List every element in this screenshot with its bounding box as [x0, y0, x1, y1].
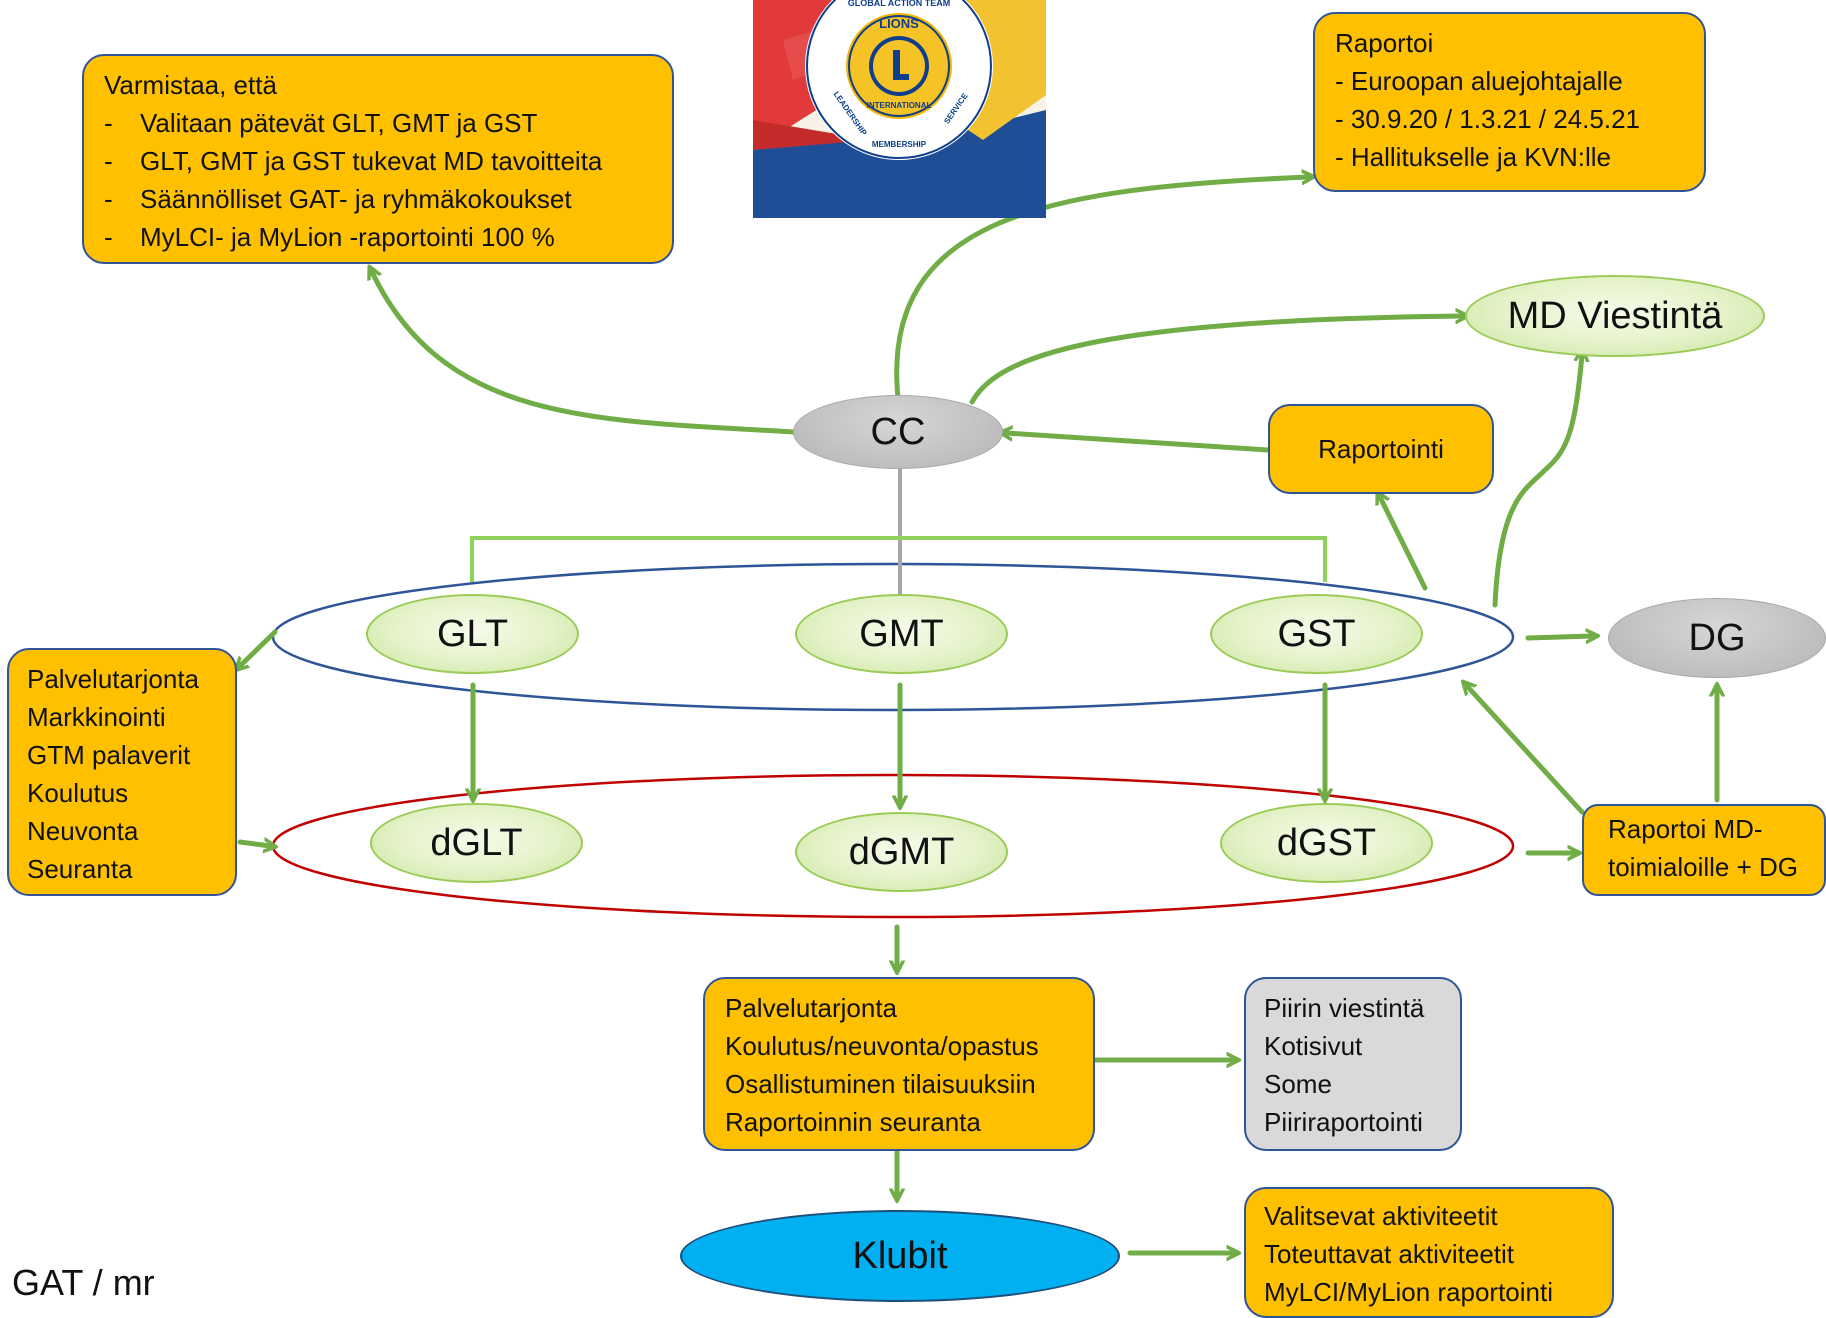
report-top-line: - 30.9.20 / 1.3.21 / 24.5.21: [1335, 104, 1641, 134]
district-box: Piirin viestintä Kotisivut Some Piirirap…: [1244, 977, 1462, 1151]
arrow-cc-to-ensure: [372, 272, 796, 435]
logo-emblem-bottom-text: INTERNATIONAL: [867, 101, 932, 110]
logo-ring-top-text: GLOBAL ACTION TEAM: [848, 0, 951, 8]
left-task-line: Koulutus: [27, 778, 129, 808]
arrow-left-tasks-to-ring: [237, 842, 270, 846]
services-box: Palvelutarjonta Koulutus/neuvonta/opastu…: [703, 977, 1095, 1151]
ensure-item: -Valitaan pätevät GLT, GMT ja GST: [104, 108, 538, 138]
report-top-line: Raportoi: [1335, 28, 1434, 58]
cc-node: CC: [793, 395, 1003, 469]
left-tasks-box: Palvelutarjonta Markkinointi GTM palaver…: [7, 648, 237, 896]
clubs-task-line: Toteuttavat aktiviteetit: [1264, 1239, 1515, 1269]
glt-node: GLT: [366, 594, 579, 674]
report-top-line: - Euroopan aluejohtajalle: [1335, 66, 1623, 96]
klubit-node: Klubit: [680, 1210, 1120, 1302]
services-line: Koulutus/neuvonta/opastus: [725, 1031, 1039, 1061]
report-top-box: Raportoi - Euroopan aluejohtajalle - 30.…: [1313, 12, 1706, 192]
arrow-raportointi-to-cc: [1006, 433, 1271, 453]
gst-node: GST: [1210, 594, 1423, 674]
ensure-title: Varmistaa, että: [104, 70, 277, 100]
raportointi-label: Raportointi: [1318, 434, 1444, 464]
arrow-ring-to-left-tasks: [240, 629, 278, 666]
ensure-item: -MyLCI- ja MyLion -raportointi 100 %: [104, 222, 555, 252]
left-task-line: GTM palaverit: [27, 740, 191, 770]
footer-note: GAT / mr: [12, 1262, 155, 1303]
services-line: Palvelutarjonta: [725, 993, 897, 1023]
dgmt-node: dGMT: [795, 812, 1008, 892]
report-md-line: toimialoille + DG: [1608, 852, 1799, 882]
clubs-task-line: Valitsevat aktiviteetit: [1264, 1201, 1498, 1231]
left-task-line: Seuranta: [27, 854, 133, 884]
district-line: Piiriraportointi: [1264, 1107, 1423, 1137]
district-line: Some: [1264, 1069, 1332, 1099]
arrow-cc-to-md-viestinta: [969, 316, 1462, 405]
report-top-line: - Hallitukselle ja KVN:lle: [1335, 142, 1611, 172]
services-line: Osallistuminen tilaisuuksiin: [725, 1069, 1036, 1099]
logo-ring-middle-text: MEMBERSHIP: [872, 140, 927, 149]
arrow-gst-to-raportointi: [1380, 497, 1428, 591]
md-viestinta-node: MD Viestintä: [1465, 275, 1765, 357]
arrow-gst-to-md-viestinta: [1492, 355, 1582, 608]
lions-logo: LIONS INTERNATIONAL GLOBAL ACTION TEAM L…: [753, 0, 1046, 218]
ensure-item: -GLT, GMT ja GST tukevat MD tavoitteita: [104, 146, 603, 176]
gmt-node: GMT: [795, 594, 1008, 674]
arrow-ring-to-dg: [1525, 636, 1592, 638]
district-line: Piirin viestintä: [1264, 993, 1425, 1023]
left-task-line: Neuvonta: [27, 816, 139, 846]
raportointi-box: Raportointi: [1268, 404, 1494, 494]
clubs-tasks-box: Valitsevat aktiviteetit Toteuttavat akti…: [1244, 1187, 1614, 1318]
left-task-line: Markkinointi: [27, 702, 166, 732]
dgst-node: dGST: [1220, 803, 1433, 883]
report-md-line: Raportoi MD-: [1608, 814, 1763, 844]
services-line: Raportoinnin seuranta: [725, 1107, 981, 1137]
district-line: Kotisivut: [1264, 1031, 1363, 1061]
lions-emblem-icon: LIONS INTERNATIONAL GLOBAL ACTION TEAM L…: [753, 0, 1046, 218]
glt-gst-bracket: [470, 536, 1327, 582]
ensure-item: -Säännölliset GAT- ja ryhmäkokoukset: [104, 184, 572, 214]
arrow-report-md-to-gat-ring: [1467, 686, 1585, 815]
clubs-task-line: MyLCI/MyLion raportointi: [1264, 1277, 1553, 1307]
dg-node: DG: [1608, 598, 1826, 678]
arrow-cc-to-report: [894, 177, 1308, 401]
dglt-node: dGLT: [370, 803, 583, 883]
left-task-line: Palvelutarjonta: [27, 664, 199, 694]
ensure-box: Varmistaa, että -Valitaan pätevät GLT, G…: [82, 54, 674, 264]
report-md-box: Raportoi MD- toimialoille + DG: [1582, 804, 1826, 896]
logo-emblem-top-text: LIONS: [879, 16, 919, 31]
